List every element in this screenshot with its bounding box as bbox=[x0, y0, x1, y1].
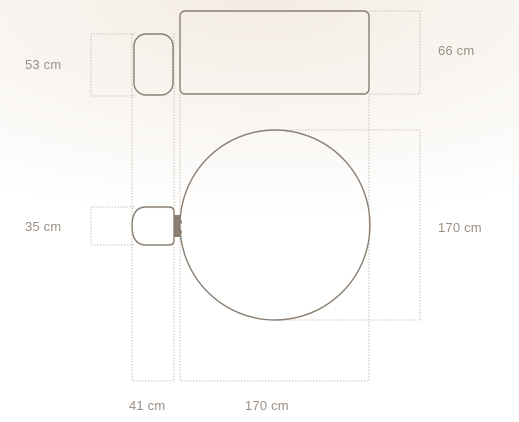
seat-width-label: 41 cm bbox=[129, 398, 166, 413]
round-diameter-horizontal-label: 170 cm bbox=[245, 398, 289, 413]
stool-depth-label: 35 cm bbox=[25, 219, 62, 234]
dim-bracket-round-vertical bbox=[275, 129, 421, 321]
connector-peg-top bbox=[178, 220, 182, 224]
bench-depth-label: 53 cm bbox=[25, 57, 62, 72]
dim-bracket-table bbox=[369, 10, 421, 95]
dim-bracket-bench bbox=[90, 33, 134, 97]
stool-outline bbox=[131, 206, 175, 246]
bench-outline bbox=[133, 33, 174, 96]
dim-bracket-round-horizontal bbox=[179, 94, 370, 382]
round-table-outline bbox=[179, 129, 371, 321]
connector-peg-bottom bbox=[178, 230, 182, 234]
rectangular-table-outline bbox=[179, 10, 370, 95]
dim-bracket-seat-width bbox=[131, 34, 175, 382]
dim-bracket-stool bbox=[90, 206, 134, 246]
table-depth-label: 66 cm bbox=[438, 43, 475, 58]
stool-connector-block bbox=[174, 215, 180, 237]
round-diameter-vertical-label: 170 cm bbox=[438, 220, 482, 235]
